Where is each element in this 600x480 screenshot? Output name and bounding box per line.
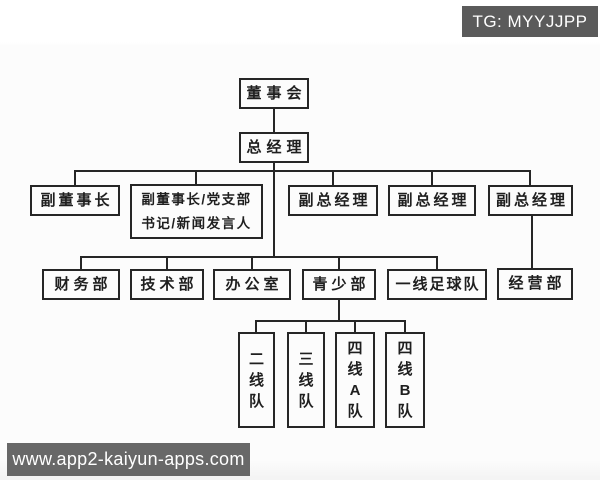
node-office: 办公室 xyxy=(213,269,291,300)
connector-deputy-gm3-to-business xyxy=(531,216,533,269)
node-business-department: 经营部 xyxy=(497,268,573,300)
connector-drop-technical xyxy=(166,256,168,270)
connector-drop-finance xyxy=(80,256,82,270)
connector-drop-vice-chairman xyxy=(74,170,76,186)
connector-drop-third-team xyxy=(305,320,307,333)
node-second-line-team: 二 线 队 xyxy=(238,332,275,428)
connector-drop-first-team xyxy=(436,256,438,270)
node-deputy-general-manager-1: 副总经理 xyxy=(288,185,378,216)
connector-drop-youth xyxy=(338,256,340,270)
node-deputy-general-manager-3: 副总经理 xyxy=(488,185,573,216)
connector-drop-deputy-gm-1 xyxy=(332,170,334,186)
connector-drop-fourth-team-b xyxy=(404,320,406,333)
node-first-football-team: 一线足球队 xyxy=(387,269,487,300)
node-general-manager: 总经理 xyxy=(239,132,309,163)
node-fourth-line-team-a: 四 线 A 队 xyxy=(335,332,375,428)
connector-board-to-gm xyxy=(273,108,275,133)
connector-drop-deputy-gm-3 xyxy=(529,170,531,186)
connector-teams-bus xyxy=(255,320,406,322)
node-third-line-team: 三 线 队 xyxy=(287,332,325,428)
connector-youth-to-teams xyxy=(338,300,340,322)
node-board-of-directors: 董事会 xyxy=(239,78,309,109)
connector-level3-bus xyxy=(74,170,531,172)
connector-drop-vice-chairman-party xyxy=(195,170,197,185)
node-youth-department: 青少部 xyxy=(302,269,376,300)
connector-gm-spine xyxy=(273,162,275,258)
connector-drop-second-team xyxy=(255,320,257,333)
connector-drop-deputy-gm-2 xyxy=(431,170,433,186)
node-finance-department: 财务部 xyxy=(42,269,120,300)
connector-drop-office xyxy=(251,256,253,270)
node-vice-chairman: 副董事长 xyxy=(30,185,120,216)
node-vice-chairman-party-secretary-spokesperson: 副董事长/党支部 书记/新闻发言人 xyxy=(130,184,263,239)
tg-watermark-badge: TG: MYYJJPP xyxy=(462,6,598,37)
website-watermark-badge: www.app2-kaiyun-apps.com xyxy=(7,443,250,476)
node-deputy-general-manager-2: 副总经理 xyxy=(388,185,476,216)
connector-level4-bus xyxy=(80,256,438,258)
node-technical-department: 技术部 xyxy=(130,269,204,300)
connector-drop-fourth-team-a xyxy=(354,320,356,333)
node-fourth-line-team-b: 四 线 B 队 xyxy=(385,332,425,428)
